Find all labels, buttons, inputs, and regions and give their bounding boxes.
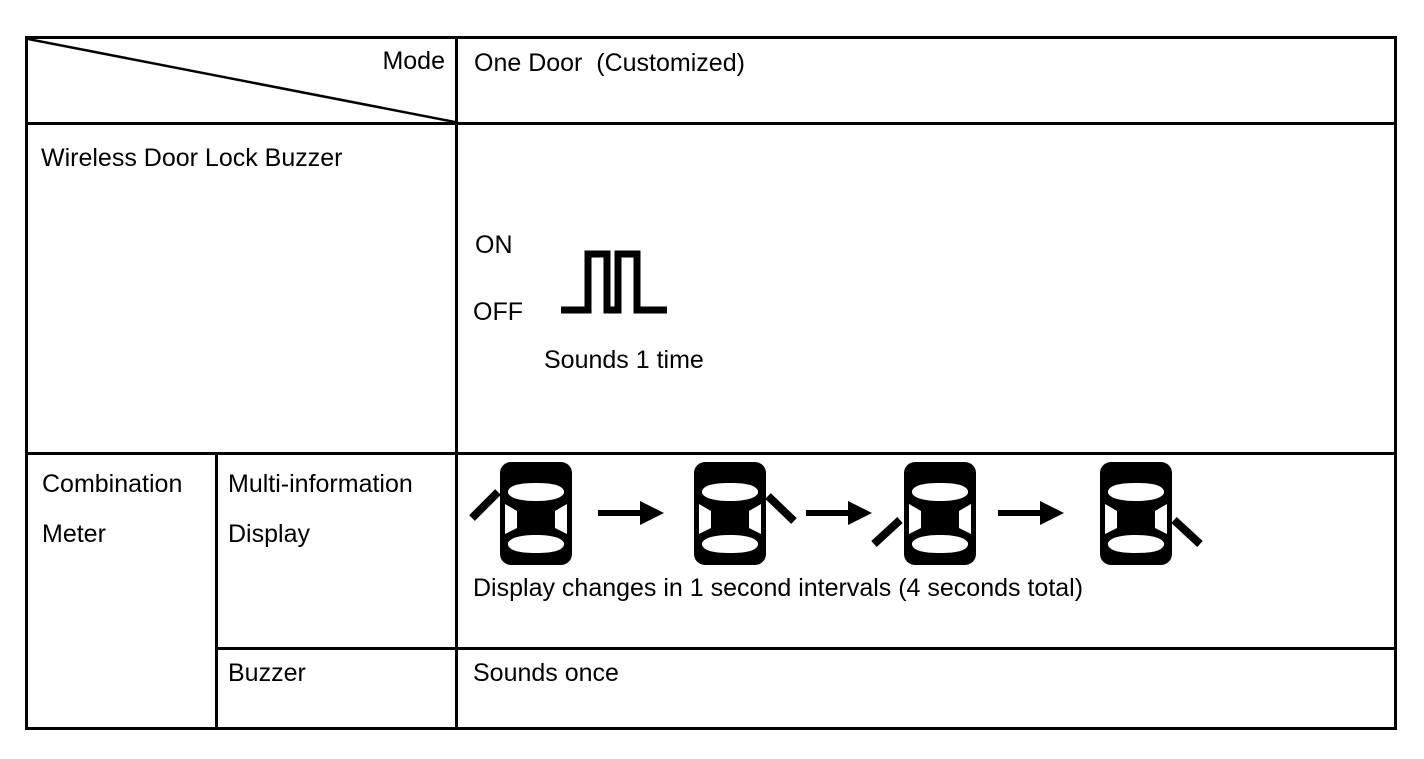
waveform-on-label: ON <box>475 231 513 259</box>
multi-information-display-cell: Multi-information Display <box>218 455 458 650</box>
wireless-door-lock-buzzer-cell: Wireless Door Lock Buzzer <box>28 125 458 455</box>
combination-meter-label-line1: Combination <box>42 470 183 498</box>
mode-value-text: One Door (Customized) <box>474 49 745 77</box>
door-open-sequence-cell: Display changes in 1 second intervals (4… <box>458 455 1394 650</box>
buzzer-pulse-waveform-icon <box>561 250 667 314</box>
meter-buzzer-value: Sounds once <box>473 659 619 687</box>
arrow-right-icon <box>806 501 872 525</box>
car-rear-left-door-open-icon <box>871 462 976 565</box>
combination-meter-label-line2: Meter <box>42 520 106 548</box>
buzzer-waveform-cell: ON OFF Sounds 1 time <box>458 125 1394 455</box>
meter-buzzer-value-cell: Sounds once <box>458 650 1394 727</box>
car-rear-right-door-open-icon <box>1100 462 1203 565</box>
wireless-door-lock-buzzer-label: Wireless Door Lock Buzzer <box>41 144 343 172</box>
door-open-sequence-caption: Display changes in 1 second intervals (4… <box>473 574 1084 602</box>
diagonal-divider-line <box>28 39 455 122</box>
waveform-caption: Sounds 1 time <box>544 346 704 374</box>
mode-value-cell: One Door (Customized) <box>458 39 1394 125</box>
customized-mode-table: Mode One Door (Customized) Wireless Door… <box>25 36 1397 730</box>
arrow-right-icon <box>998 501 1064 525</box>
diagonal-header-cell: Mode <box>28 39 458 125</box>
mode-corner-label: Mode <box>382 47 445 75</box>
door-open-sequence-diagram <box>469 462 1203 565</box>
waveform-off-label: OFF <box>473 298 523 326</box>
multi-information-display-label-line2: Display <box>228 520 310 548</box>
car-front-left-door-open-icon <box>469 462 572 565</box>
combination-meter-cell: Combination Meter <box>28 455 218 727</box>
meter-buzzer-label-cell: Buzzer <box>218 650 458 727</box>
multi-information-display-label-line1: Multi-information <box>228 470 413 498</box>
car-front-right-door-open-icon <box>694 462 797 565</box>
meter-buzzer-label: Buzzer <box>228 659 306 687</box>
arrow-right-icon <box>598 501 664 525</box>
